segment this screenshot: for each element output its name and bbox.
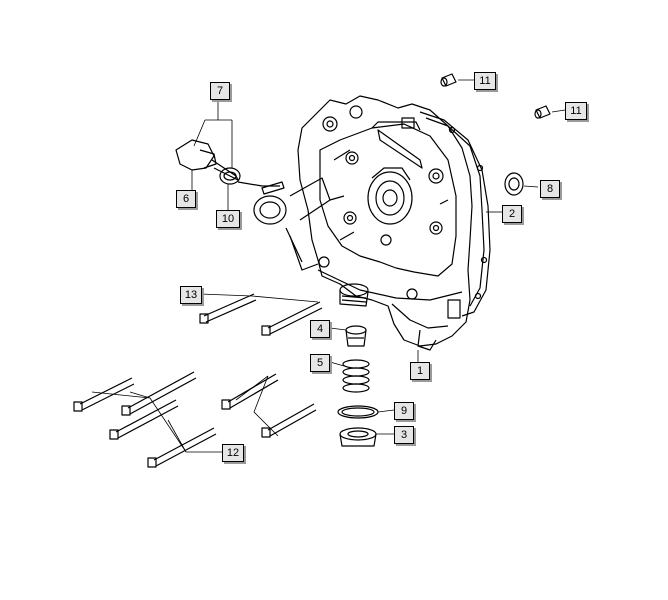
- dipstick: [175, 139, 285, 195]
- callout-13: 13: [180, 286, 202, 304]
- callout-6: 6: [176, 190, 196, 208]
- callout-7: 7: [210, 82, 230, 100]
- callout-10: 10: [216, 210, 240, 228]
- dowel-pins: [440, 73, 551, 119]
- callout-8: 8: [540, 180, 560, 198]
- bolts: [73, 293, 323, 468]
- crankcase-cover: [253, 95, 473, 351]
- leader-lines: [91, 79, 566, 453]
- oil-seal: [504, 172, 524, 196]
- callout-11-upper: 11: [474, 72, 496, 90]
- callout-3: 3: [394, 426, 414, 444]
- callout-9: 9: [394, 402, 414, 420]
- callout-11-lower: 11: [565, 102, 587, 120]
- drain-assembly: [337, 325, 379, 447]
- callout-2: 2: [502, 205, 522, 223]
- gasket: [419, 111, 491, 317]
- callout-5: 5: [310, 354, 330, 372]
- callout-12: 12: [222, 444, 244, 462]
- callout-1: 1: [410, 362, 430, 380]
- callout-4: 4: [310, 320, 330, 338]
